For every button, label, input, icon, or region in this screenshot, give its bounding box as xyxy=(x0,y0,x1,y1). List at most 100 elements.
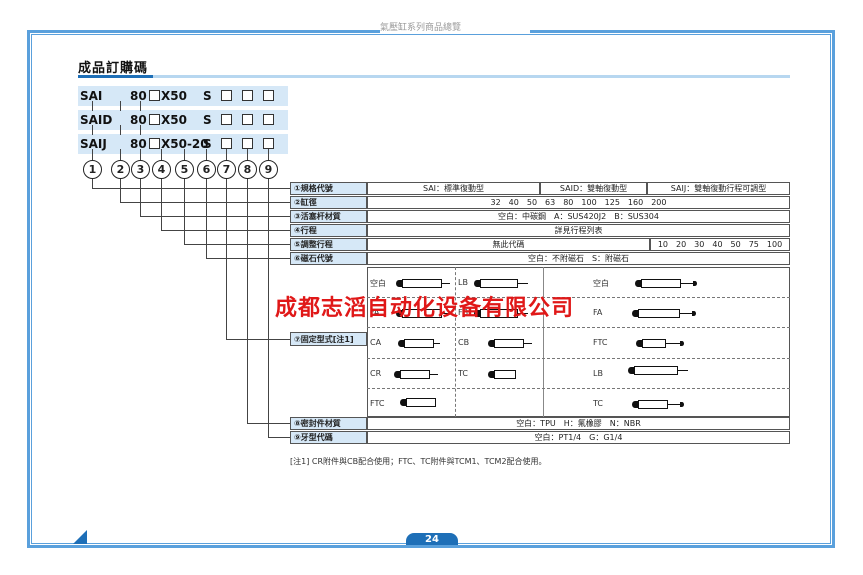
footnote: [注1] CR附件與CB配合使用；FTC、TC附件與TCM1、TCM2配合使用。 xyxy=(290,457,547,466)
code-magnet: S xyxy=(203,113,212,127)
section-title: 成品訂購碼 xyxy=(78,61,149,76)
circled-number: 6 xyxy=(197,160,216,179)
spec-cell: SAID：雙軸復動型 xyxy=(540,182,647,195)
code-stroke: X50 xyxy=(161,89,187,103)
circled-number: 8 xyxy=(238,160,257,179)
cylinder-icon xyxy=(636,338,698,349)
code-box xyxy=(242,138,253,149)
mount-code: LB xyxy=(458,278,468,287)
mount-grid xyxy=(367,267,790,417)
connector xyxy=(120,101,121,111)
cylinder-icon xyxy=(632,308,702,319)
spec-cell: 無此代碼 xyxy=(367,238,650,251)
spec-cell: 10 20 30 40 50 75 100 xyxy=(650,238,790,251)
cylinder-icon xyxy=(628,365,694,376)
connector xyxy=(140,149,141,160)
spec-label: ⑨牙型代碼 xyxy=(290,431,367,444)
connector xyxy=(120,125,121,135)
corner-mark xyxy=(73,530,87,544)
mount-code: 空白 xyxy=(370,279,386,288)
leader-line xyxy=(161,179,162,230)
mount-label: ⑦固定型式[注1] xyxy=(290,332,367,346)
mount-code: LB xyxy=(593,369,603,378)
code-box xyxy=(149,90,160,101)
connector xyxy=(161,149,162,160)
code-box xyxy=(242,114,253,125)
cylinder-icon xyxy=(394,369,444,380)
spec-label: ④行程 xyxy=(290,224,367,237)
circled-number: 5 xyxy=(175,160,194,179)
grid-divider xyxy=(367,297,790,298)
circled-number: 1 xyxy=(83,160,102,179)
running-header: 氣壓缸系列商品總覽 xyxy=(380,22,530,34)
code-box xyxy=(149,138,160,149)
circled-number: 7 xyxy=(217,160,236,179)
cylinder-icon xyxy=(632,399,694,410)
spec-cell: 空白：中碳鋼 A：SUS420J2 B：SUS304 xyxy=(367,210,790,223)
connector xyxy=(226,149,227,160)
leader-line xyxy=(206,258,290,259)
spec-cell: 空白：不附磁石 S：附磁石 xyxy=(367,252,790,265)
spec-cell: 32 40 50 63 80 100 125 160 200 xyxy=(367,196,790,209)
mount-code: CR xyxy=(370,369,382,378)
code-magnet: S xyxy=(203,89,212,103)
code-box xyxy=(221,114,232,125)
code-model: SAIJ xyxy=(80,137,107,151)
mount-code: FTC xyxy=(370,399,385,408)
code-band xyxy=(78,110,288,130)
spec-label: ③活塞杆材質 xyxy=(290,210,367,223)
circled-number: 2 xyxy=(111,160,130,179)
cylinder-icon xyxy=(474,278,534,289)
connector xyxy=(92,101,93,111)
code-box xyxy=(263,138,274,149)
leader-line xyxy=(226,179,227,339)
code-band xyxy=(78,86,288,106)
circled-number: 4 xyxy=(152,160,171,179)
code-box xyxy=(263,90,274,101)
spec-cell: SAIJ：雙軸復動行程可調型 xyxy=(647,182,790,195)
connector xyxy=(92,125,93,135)
mount-code: CB xyxy=(458,338,470,347)
code-bore: 80 xyxy=(130,89,147,103)
cylinder-icon xyxy=(396,278,456,289)
connector xyxy=(92,149,93,160)
cylinder-icon xyxy=(488,369,522,380)
mount-code: TC xyxy=(458,369,469,378)
code-box xyxy=(242,90,253,101)
leader-line xyxy=(226,339,290,340)
connector xyxy=(247,149,248,160)
grid-divider xyxy=(367,358,790,359)
mount-code: FA xyxy=(370,308,380,317)
connector xyxy=(268,149,269,160)
leader-line xyxy=(247,179,248,423)
code-stroke: X50 xyxy=(161,113,187,127)
spec-label: ⑤調整行程 xyxy=(290,238,367,251)
connector xyxy=(140,101,141,111)
grid-divider xyxy=(543,267,544,417)
spec-cell: 空白：TPU H：氟橡膠 N：NBR xyxy=(367,417,790,430)
code-model: SAI xyxy=(80,89,103,103)
leader-line xyxy=(184,244,290,245)
code-stroke: X50-20 xyxy=(161,137,209,151)
circled-number: 3 xyxy=(131,160,150,179)
code-box xyxy=(263,114,274,125)
spec-label: ⑧密封件材質 xyxy=(290,417,367,430)
spec-label: ⑥磁石代號 xyxy=(290,252,367,265)
title-rule-accent xyxy=(78,75,153,78)
spec-cell: 詳見行程列表 xyxy=(367,224,790,237)
code-box xyxy=(221,90,232,101)
cylinder-icon xyxy=(474,308,534,319)
code-bore: 80 xyxy=(130,137,147,151)
code-bore: 80 xyxy=(130,113,147,127)
mount-code: TC xyxy=(593,399,604,408)
mount-code: FA xyxy=(593,308,603,317)
code-band xyxy=(78,134,288,154)
page-number: 24 xyxy=(406,533,458,545)
title-rule xyxy=(78,75,790,78)
mount-code: 空白 xyxy=(593,279,609,288)
connector xyxy=(184,149,185,160)
mount-code: FB xyxy=(458,308,469,317)
grid-divider xyxy=(455,267,456,417)
connector xyxy=(120,149,121,160)
cylinder-icon xyxy=(398,338,446,349)
